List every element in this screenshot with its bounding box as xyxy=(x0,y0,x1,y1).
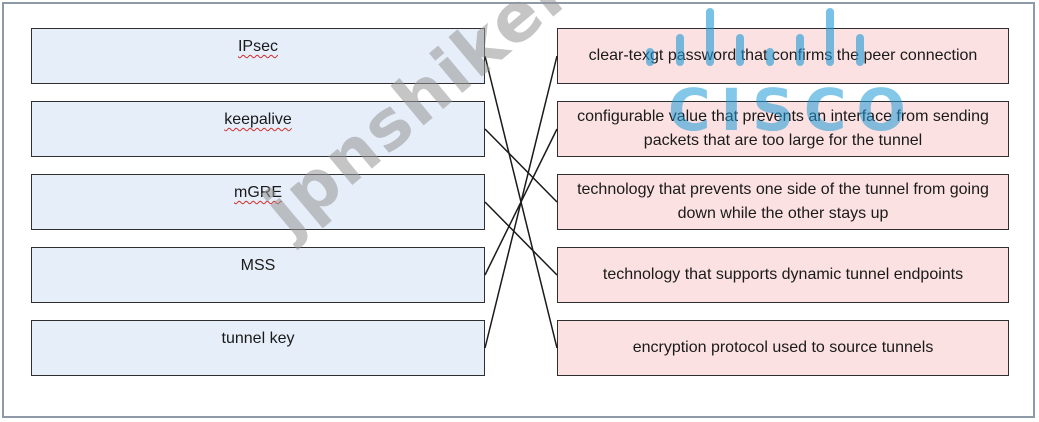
left-box-mgre: mGRE xyxy=(31,174,485,230)
right-box-password: clear-texgt password that confirms the p… xyxy=(557,28,1009,84)
right-box-label: technology that prevents one side of the… xyxy=(577,181,989,222)
left-box-label: MSS xyxy=(240,257,276,274)
left-box-label: mGRE xyxy=(234,184,282,201)
left-box-label: tunnel key xyxy=(221,330,295,347)
right-box-label: technology that supports dynamic tunnel … xyxy=(602,266,964,283)
connector-mgre-to-dynamic xyxy=(484,201,558,276)
right-box-label: configurable value that prevents an inte… xyxy=(577,108,989,149)
right-box-label: clear-texgt password that confirms the p… xyxy=(588,47,978,64)
cisco-logo-text: CISCO xyxy=(668,76,916,144)
left-box-label: keepalive xyxy=(224,111,292,128)
left-box-mss: MSS xyxy=(31,247,485,303)
right-box-label: encryption protocol used to source tunne… xyxy=(632,339,934,356)
connector-tunnel-key-to-password xyxy=(484,55,558,349)
left-box-ipsec: IPsec xyxy=(31,28,485,84)
connector-keepalive-to-prevents-down xyxy=(484,128,558,203)
left-box-keepalive: keepalive xyxy=(31,101,485,157)
left-box-tunnel-key: tunnel key xyxy=(31,320,485,376)
right-box-dynamic-endpoints: technology that supports dynamic tunnel … xyxy=(557,247,1009,303)
right-box-encryption: encryption protocol used to source tunne… xyxy=(557,320,1009,376)
right-box-keepalive-definition: technology that prevents one side of the… xyxy=(557,174,1009,230)
left-box-label: IPsec xyxy=(237,38,278,55)
cisco-logo-icon xyxy=(646,8,864,66)
right-box-mss-definition: configurable value that prevents an inte… xyxy=(557,101,1009,157)
